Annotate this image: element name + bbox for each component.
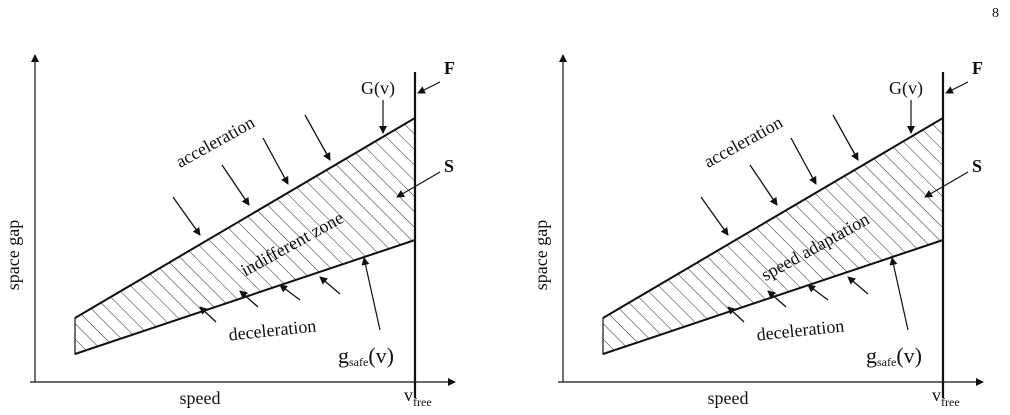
accel-arrow bbox=[221, 164, 250, 206]
hatched-region bbox=[602, 116, 944, 355]
gsafe-label: gsafe(v) bbox=[866, 343, 922, 369]
F-pointer bbox=[417, 81, 441, 94]
vfree-label: vfree bbox=[404, 385, 432, 409]
y-axis-label: space gap bbox=[531, 220, 551, 290]
G-label: G(v) bbox=[889, 78, 923, 99]
S-pointer bbox=[396, 171, 441, 198]
diagram-right: space gap speed vfree F G(v) S accelerat… bbox=[531, 54, 984, 409]
decel-arrow bbox=[239, 290, 259, 308]
x-axis-label: speed bbox=[708, 388, 749, 408]
x-axis-label: speed bbox=[180, 388, 221, 408]
gsafe-pointer bbox=[361, 257, 381, 331]
deceleration-label: deceleration bbox=[756, 315, 846, 344]
diagram-left: space gap speed vfree F G(v) S accelerat… bbox=[3, 54, 456, 409]
decel-arrow bbox=[767, 290, 787, 308]
decel-arrow bbox=[319, 276, 341, 295]
acceleration-arrows bbox=[700, 114, 859, 236]
decel-arrow bbox=[199, 306, 217, 323]
decel-arrow bbox=[807, 284, 829, 301]
hatched-region bbox=[74, 116, 416, 355]
gsafe-label: gsafe(v) bbox=[338, 343, 394, 369]
acceleration-arrows bbox=[172, 114, 331, 236]
F-label: F bbox=[972, 58, 983, 78]
upper-boundary-G bbox=[602, 117, 944, 319]
page-number: 8 bbox=[992, 6, 999, 21]
accel-arrow bbox=[832, 114, 859, 161]
decel-arrow bbox=[279, 284, 301, 301]
acceleration-label: acceleration bbox=[172, 112, 258, 172]
y-axis-label: space gap bbox=[3, 220, 23, 290]
S-label: S bbox=[972, 156, 982, 176]
gsafe-pointer bbox=[889, 257, 909, 331]
F-label: F bbox=[444, 58, 455, 78]
decel-arrow bbox=[727, 306, 745, 323]
deceleration-arrows bbox=[727, 276, 869, 323]
accel-arrow bbox=[790, 137, 817, 185]
upper-boundary-G bbox=[74, 117, 416, 319]
decel-arrow bbox=[847, 276, 869, 295]
accel-arrow bbox=[700, 196, 729, 236]
deceleration-label: deceleration bbox=[228, 315, 318, 344]
vfree-label: vfree bbox=[932, 385, 960, 409]
S-pointer bbox=[924, 171, 969, 198]
S-label: S bbox=[444, 156, 454, 176]
G-label: G(v) bbox=[361, 78, 395, 99]
deceleration-arrows bbox=[199, 276, 341, 323]
acceleration-label: acceleration bbox=[700, 112, 786, 172]
F-pointer bbox=[945, 81, 969, 94]
accel-arrow bbox=[262, 137, 289, 185]
accel-arrow bbox=[749, 164, 778, 206]
accel-arrow bbox=[172, 196, 201, 236]
accel-arrow bbox=[304, 114, 331, 161]
